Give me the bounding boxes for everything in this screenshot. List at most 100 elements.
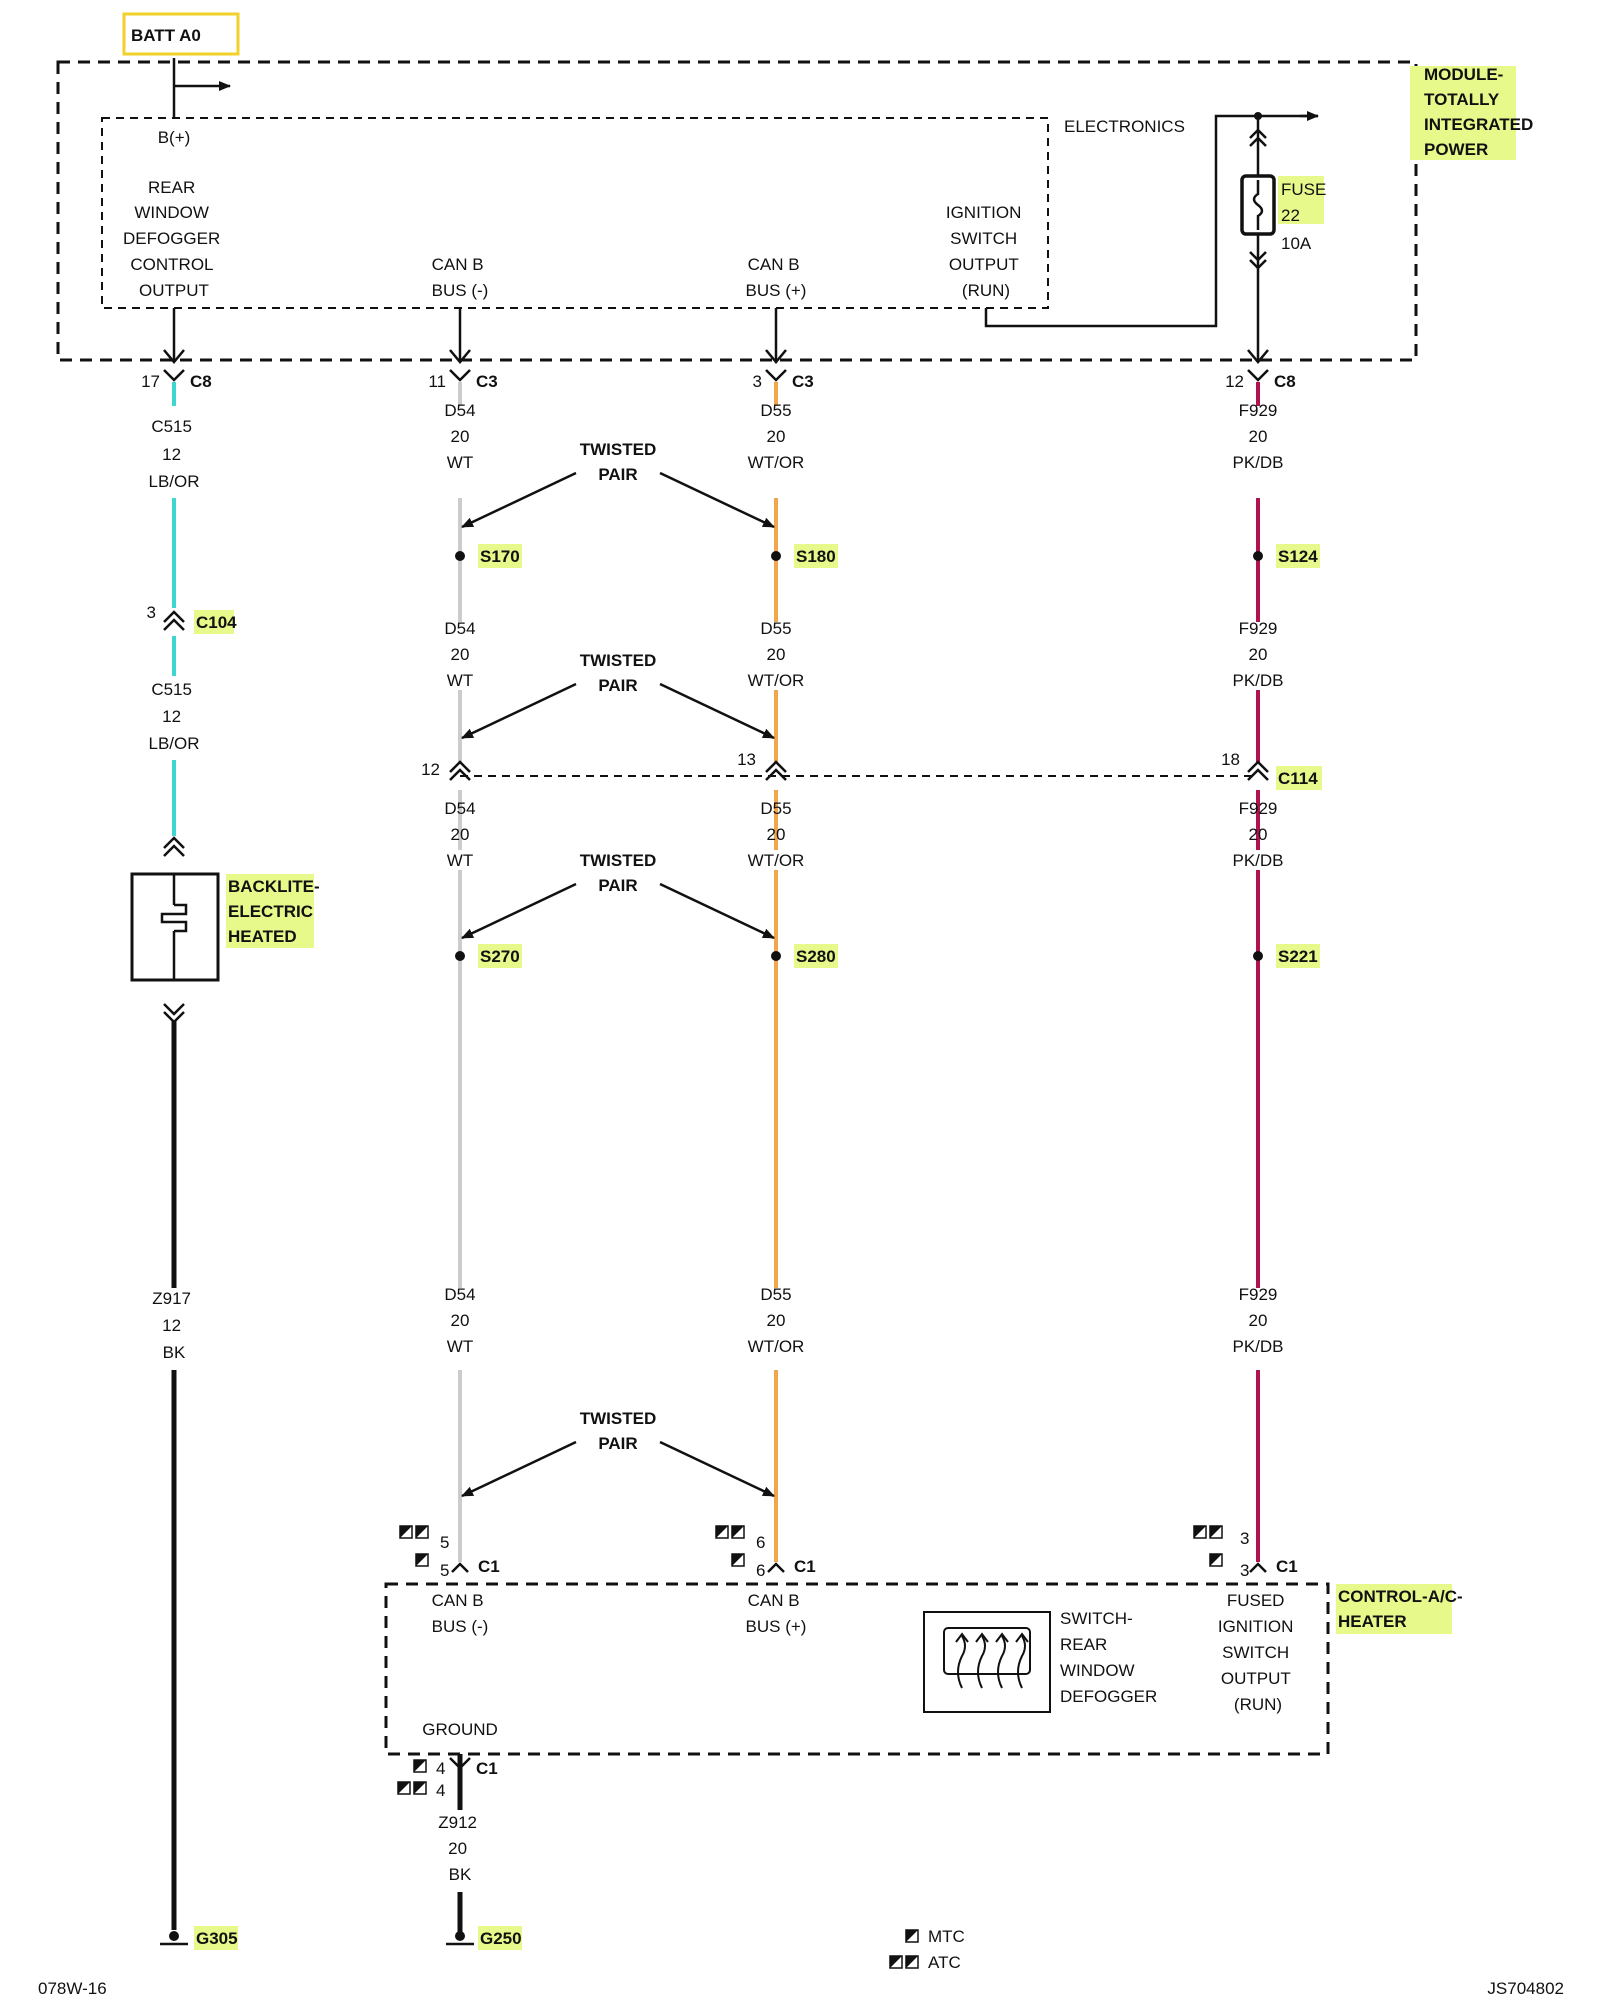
- c104-name: C104: [196, 613, 237, 632]
- c104-pin: 3: [147, 603, 156, 622]
- backlite-top-chevron-a: [163, 836, 185, 849]
- fuse-number: 22: [1281, 206, 1300, 225]
- option-canb-minus-0-fill: [400, 1526, 412, 1538]
- backlite-top-chevron-b: [163, 844, 185, 857]
- splice-s280-highlight: [794, 944, 838, 968]
- rear-defrost-icon: [943, 1627, 1031, 1675]
- hvac-ground-label: GROUND: [422, 1720, 498, 1739]
- c1-canb-plus-pin-a: 6: [756, 1533, 765, 1552]
- option-canb-minus-1-fill: [416, 1526, 428, 1538]
- defogger-output-label: REAR WINDOW DEFOGGER CONTROL OUTPUT: [123, 178, 225, 300]
- heater-grid-icon: [160, 903, 188, 933]
- splice-s280-label: S280: [796, 947, 836, 966]
- c114-highlight: [1276, 766, 1322, 790]
- twisted-pair-arrow-right-2: [659, 682, 775, 740]
- connector-17-c8-name: C8: [190, 372, 212, 391]
- option-canb-minus-2-fill: [416, 1554, 428, 1566]
- fuse-rating: 10A: [1281, 234, 1312, 253]
- twisted-pair-arrow-right-1: [659, 471, 775, 529]
- c1-canb-plus-pin-b: 6: [756, 1561, 765, 1580]
- electronics-outline: [101, 117, 1049, 309]
- option-marks: [397, 1525, 1223, 1969]
- fuse-highlight: [1278, 176, 1324, 224]
- c1-canb-minus-pin-a: 5: [440, 1533, 449, 1552]
- canb-plus-label-top: CAN B BUS (+): [746, 255, 807, 300]
- c1-ground-chevron: [449, 1757, 471, 1770]
- defogger-switch-label: SWITCH- REAR WINDOW DEFOGGER: [1060, 1609, 1157, 1706]
- c1-canb-minus-pin-b: 5: [440, 1561, 449, 1580]
- c114-pin-12: 12: [421, 760, 440, 779]
- twisted-pair-arrow-left-1: [461, 471, 577, 529]
- connector-12-c8-name: C8: [1274, 372, 1296, 391]
- wire-c515-label-a: C515 12 LB/OR: [148, 417, 199, 491]
- electronics-label: ELECTRONICS: [1064, 117, 1185, 136]
- c104-highlight: [194, 610, 234, 634]
- canb-minus-label-top: CAN B BUS (-): [432, 255, 489, 300]
- fuse-top-chevron-b: [1249, 136, 1267, 147]
- c1-fused-ign-pin-a: 3: [1240, 1529, 1249, 1548]
- option-fused-ign-1-fill: [1210, 1526, 1222, 1538]
- c1-canb-minus-name: C1: [478, 1557, 500, 1576]
- backlite-highlight: [226, 874, 314, 948]
- wire-runs: [171, 382, 1260, 1930]
- g250-label: G250: [480, 1929, 522, 1948]
- c104-chevron-b: [163, 618, 185, 631]
- backlite-label: BACKLITE- ELECTRIC HEATED: [228, 877, 324, 946]
- legend-mtc-label: MTC: [928, 1927, 965, 1946]
- bplus-label: B(+): [158, 128, 191, 147]
- hvac-module-outline: [384, 1582, 1330, 1756]
- g305-ground-dot: [169, 1931, 179, 1941]
- connector-11-c3-name: C3: [476, 372, 498, 391]
- c114-pin-13: 13: [737, 750, 756, 769]
- c1-fused-ign-pin-b: 3: [1240, 1561, 1249, 1580]
- option-fused-ign-2-fill: [1210, 1554, 1222, 1566]
- c1-fused-ign-name: C1: [1276, 1557, 1298, 1576]
- splice-s124-label: S124: [1278, 547, 1318, 566]
- twisted-pair-arrow-left-2: [461, 682, 577, 740]
- splice-s170-highlight: [478, 544, 522, 568]
- twisted-pair-arrow-right-4: [659, 1440, 775, 1498]
- c1-ground-name: C1: [476, 1759, 498, 1778]
- twisted-pair-arrow-left-4: [461, 1440, 577, 1498]
- connector-12-c8-pin: 12: [1225, 372, 1244, 391]
- c1-ground-pin-b: 4: [436, 1781, 445, 1800]
- backlite-bot-chevron-b: [163, 1011, 185, 1024]
- twisted-pair-arrow-right-3: [659, 882, 775, 940]
- splice-s170-dot: [455, 551, 465, 561]
- hvac-canb-plus-label: CAN B BUS (+): [746, 1591, 807, 1636]
- batt-box: [122, 12, 240, 56]
- splice-s124-dot: [1253, 551, 1263, 561]
- hvac-highlight: [1336, 1584, 1452, 1634]
- backlite-bot-chevron-a: [163, 1003, 185, 1016]
- option-fused-ign-0-fill: [1194, 1526, 1206, 1538]
- ignition-output-label: IGNITION SWITCH OUTPUT (RUN): [946, 203, 1026, 300]
- fuse-element-icon: [1252, 180, 1264, 230]
- g305-highlight: [194, 1926, 238, 1950]
- connector-11-c3-pin: 11: [428, 372, 446, 391]
- tipm-label: MODULE- TOTALLY INTEGRATED POWER: [1424, 65, 1538, 159]
- splice-s270-dot: [455, 951, 465, 961]
- splice-s221-label: S221: [1278, 947, 1318, 966]
- c1-canb-plus-name: C1: [794, 1557, 816, 1576]
- option-ground-2-fill: [414, 1782, 426, 1794]
- splice-s270-highlight: [478, 944, 522, 968]
